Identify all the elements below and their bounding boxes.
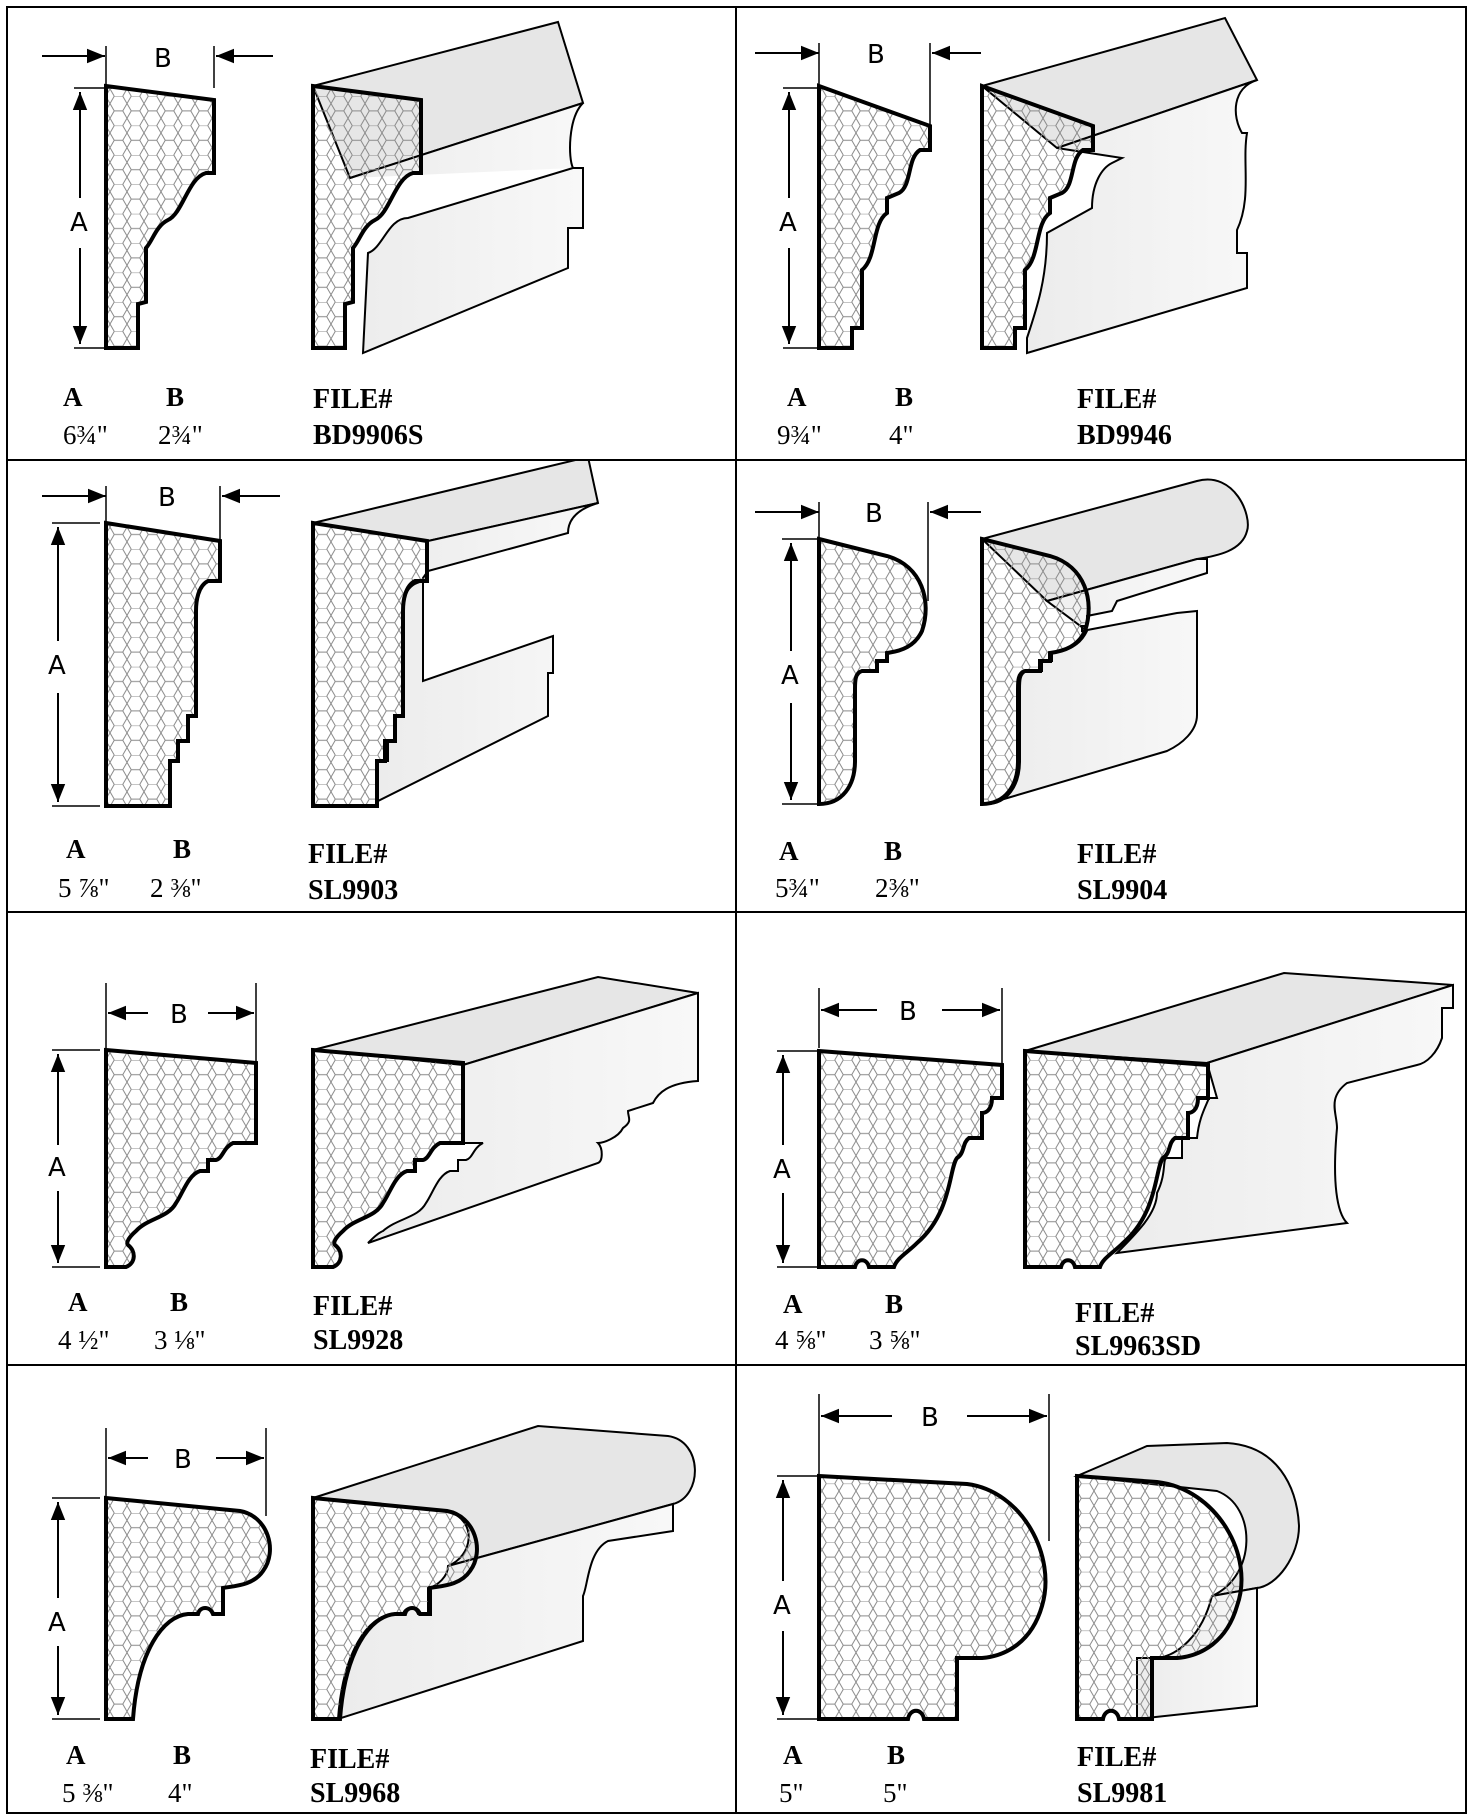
b-label: B xyxy=(895,382,914,412)
width-letter: B xyxy=(899,997,917,1027)
b-value: 4" xyxy=(889,420,914,450)
panel-sl9928: B A A B 4 ½" 3 ⅛" FILE# SL9928 xyxy=(8,913,735,1364)
height-letter: A xyxy=(779,208,797,238)
b-label: B xyxy=(887,1740,906,1770)
b-value: 4" xyxy=(168,1778,193,1808)
profile-drawing xyxy=(755,16,1259,355)
a-label: A xyxy=(66,834,86,864)
a-label: A xyxy=(779,836,799,866)
file-label: FILE# xyxy=(1077,839,1157,870)
width-letter: B xyxy=(867,40,885,70)
b-label: B xyxy=(173,834,192,864)
height-letter: A xyxy=(70,208,88,238)
file-number: SL9963SD xyxy=(1075,1331,1202,1362)
width-letter: B xyxy=(174,1445,192,1475)
file-number: BD9946 xyxy=(1077,420,1172,451)
a-value: 5 ⅜" xyxy=(62,1778,114,1808)
profile-drawing xyxy=(50,975,699,1269)
profile-drawing xyxy=(775,1394,1301,1721)
a-value: 5¾" xyxy=(775,873,820,903)
profile-drawing xyxy=(775,971,1454,1269)
width-letter: B xyxy=(154,44,172,74)
height-letter: A xyxy=(48,1153,66,1183)
profile-drawing xyxy=(755,478,1249,807)
b-value: 3 ⅛" xyxy=(154,1325,206,1355)
height-letter: A xyxy=(773,1591,791,1621)
b-label: B xyxy=(166,382,185,412)
b-value: 2¾" xyxy=(158,420,203,450)
file-number: SL9903 xyxy=(308,875,399,906)
profile-drawing xyxy=(50,1424,696,1721)
height-letter: A xyxy=(48,651,66,681)
file-number: BD9906S xyxy=(313,420,424,451)
height-letter: A xyxy=(48,1608,66,1638)
height-letter: A xyxy=(773,1155,791,1185)
b-value: 3 ⅝" xyxy=(869,1325,921,1355)
a-value: 5" xyxy=(779,1778,804,1808)
file-number: SL9928 xyxy=(313,1325,404,1356)
b-value: 5" xyxy=(883,1778,908,1808)
profile-drawing xyxy=(42,20,585,355)
file-label: FILE# xyxy=(1077,384,1157,415)
a-label: A xyxy=(783,1740,803,1770)
width-letter: B xyxy=(170,1000,188,1030)
panel-sl9981: B A A B 5" 5" FILE# SL9981 xyxy=(737,1366,1467,1812)
file-label: FILE# xyxy=(1077,1742,1157,1773)
b-label: B xyxy=(884,836,903,866)
b-value: 2 ⅜" xyxy=(150,873,202,903)
file-label: FILE# xyxy=(313,1291,393,1322)
panel-sl9968: B A A B 5 ⅜" 4" FILE# SL9968 xyxy=(8,1366,735,1812)
profile-drawing xyxy=(42,461,600,808)
file-number: SL9981 xyxy=(1077,1778,1168,1809)
width-letter: B xyxy=(921,1403,939,1433)
file-label: FILE# xyxy=(313,384,393,415)
a-value: 4 ⅝" xyxy=(775,1325,827,1355)
a-value: 5 ⅞" xyxy=(58,873,110,903)
width-letter: B xyxy=(865,499,883,529)
file-label: FILE# xyxy=(1075,1298,1155,1329)
a-value: 9¾" xyxy=(777,420,822,450)
panel-sl9903: B A A B 5 ⅞" 2 ⅜" FILE# SL9903 xyxy=(8,461,735,911)
b-label: B xyxy=(170,1287,189,1317)
b-label: B xyxy=(885,1289,904,1319)
a-value: 6¾" xyxy=(63,420,108,450)
a-label: A xyxy=(63,382,83,412)
file-label: FILE# xyxy=(310,1744,390,1775)
row-divider xyxy=(6,459,1467,461)
a-value: 4 ½" xyxy=(58,1325,110,1355)
file-number: SL9968 xyxy=(310,1778,401,1809)
column-divider xyxy=(735,6,737,1814)
file-label: FILE# xyxy=(308,839,388,870)
width-letter: B xyxy=(158,483,176,513)
a-label: A xyxy=(783,1289,803,1319)
panel-bd9946: B A A B 9¾" 4" FILE# BD9946 xyxy=(737,8,1467,459)
panel-sl9963sd: B A A B 4 ⅝" 3 ⅝" FILE# SL9963SD xyxy=(737,913,1467,1364)
file-number: SL9904 xyxy=(1077,875,1168,906)
b-label: B xyxy=(173,1740,192,1770)
panel-sl9904: B A A B 5¾" 2⅜" FILE# SL9904 xyxy=(737,461,1467,911)
a-label: A xyxy=(68,1287,88,1317)
b-value: 2⅜" xyxy=(875,873,920,903)
a-label: A xyxy=(66,1740,86,1770)
row-divider xyxy=(6,1364,1467,1366)
row-divider xyxy=(6,911,1467,913)
panel-bd9906s: B A A B 6¾" 2¾" FILE# BD9906S xyxy=(8,8,735,459)
height-letter: A xyxy=(781,661,799,691)
a-label: A xyxy=(787,382,807,412)
